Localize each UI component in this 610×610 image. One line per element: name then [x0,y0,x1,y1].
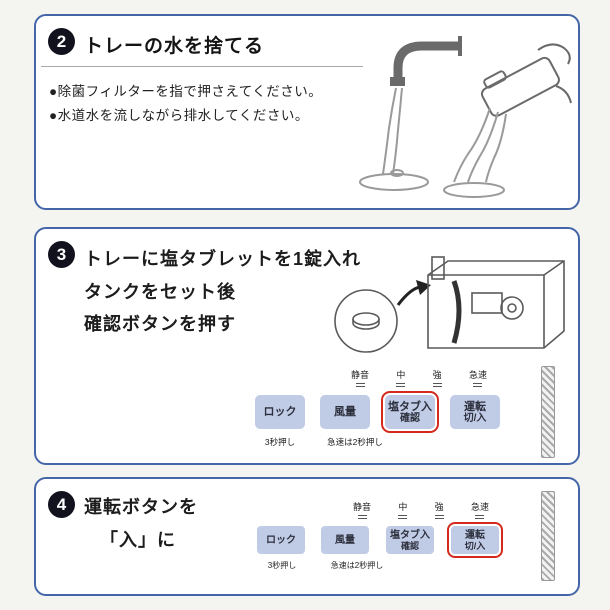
title-underline [41,66,363,67]
lock-button-hint: 3秒押し [264,437,296,447]
faucet-and-tray-illustration [342,24,572,209]
step2-number-badge: 2 [48,28,75,55]
panel-edge-hatch-graphic [541,491,555,581]
airflow-button-illustration: 風量 [321,526,369,554]
mode-indicator-mark [396,383,406,387]
step3-title-line2: タンクをセット後 [84,282,236,302]
mode-label-rapid: 急速 [468,370,487,380]
salt-tablet-confirm-button-illustration: 塩タブ入確認 [381,391,439,433]
airflow-button-hint: 急速は2秒押し [330,561,384,570]
step2-bullet-2: ●水道水を流しながら排水してください。 [49,108,309,123]
step4-box: 4 運転ボタンを 「入」に 静音 中 強 急速 ロック 風量 塩タブ入確認 運転… [34,477,580,596]
mode-indicator-mark [475,515,485,519]
step3-title-line1: トレーに塩タブレットを1錠入れ [84,249,362,269]
mode-label-row: 静音 中 強 急速 [351,368,487,387]
step3-number-badge: 3 [48,241,75,268]
mode-label-medium: 中 [398,502,408,512]
control-panel-step4: 静音 中 強 急速 ロック 風量 塩タブ入確認 運転切/入 3秒押し 急速は2秒… [257,500,517,584]
mode-label-strong: 強 [432,370,442,380]
mode-label-quiet: 静音 [351,370,370,380]
power-button-illustration: 運転切/入 [447,522,503,558]
lock-button-illustration: ロック [257,526,305,554]
mode-indicator-mark [432,383,442,387]
step4-title-line2: 「入」に [100,530,176,550]
step4-title-line1: 運転ボタンを [84,497,198,517]
mode-label-strong: 強 [434,502,444,512]
panel-edge-hatch-graphic [541,366,555,458]
lock-button-hint: 3秒押し [267,561,297,570]
lock-button-illustration: ロック [255,395,305,429]
mode-label-row: 静音 中 強 急速 [353,500,489,519]
salt-tablet-and-tank-illustration [332,253,572,363]
mode-indicator-mark [398,515,408,519]
step2-bullet-1: ●除菌フィルターを指で押さえてください。 [49,84,323,99]
mode-indicator-mark [434,515,444,519]
step3-box: 3 トレーに塩タブレットを1錠入れ タンクをセット後 確認ボタンを押す [34,227,580,465]
step4-number-badge: 4 [48,491,75,518]
control-panel-step3: 静音 中 強 急速 ロック 風量 塩タブ入確認 運転切/入 3秒押し 急速は2秒… [255,368,515,452]
mode-label-quiet: 静音 [353,502,372,512]
airflow-button-hint: 急速は2秒押し [327,437,383,447]
mode-label-medium: 中 [396,370,406,380]
power-button-illustration: 運転切/入 [450,395,500,429]
step2-title: トレーの水を捨てる [84,36,265,57]
mode-indicator-mark [357,515,367,519]
mode-indicator-mark [473,383,483,387]
step3-title-line3: 確認ボタンを押す [84,314,236,334]
airflow-button-illustration: 風量 [320,395,370,429]
mode-label-rapid: 急速 [470,502,489,512]
salt-tablet-confirm-button-illustration: 塩タブ入確認 [386,526,434,554]
step2-box: 2 トレーの水を捨てる ●除菌フィルターを指で押さえてください。 ●水道水を流し… [34,14,580,210]
mode-indicator-mark [355,383,365,387]
